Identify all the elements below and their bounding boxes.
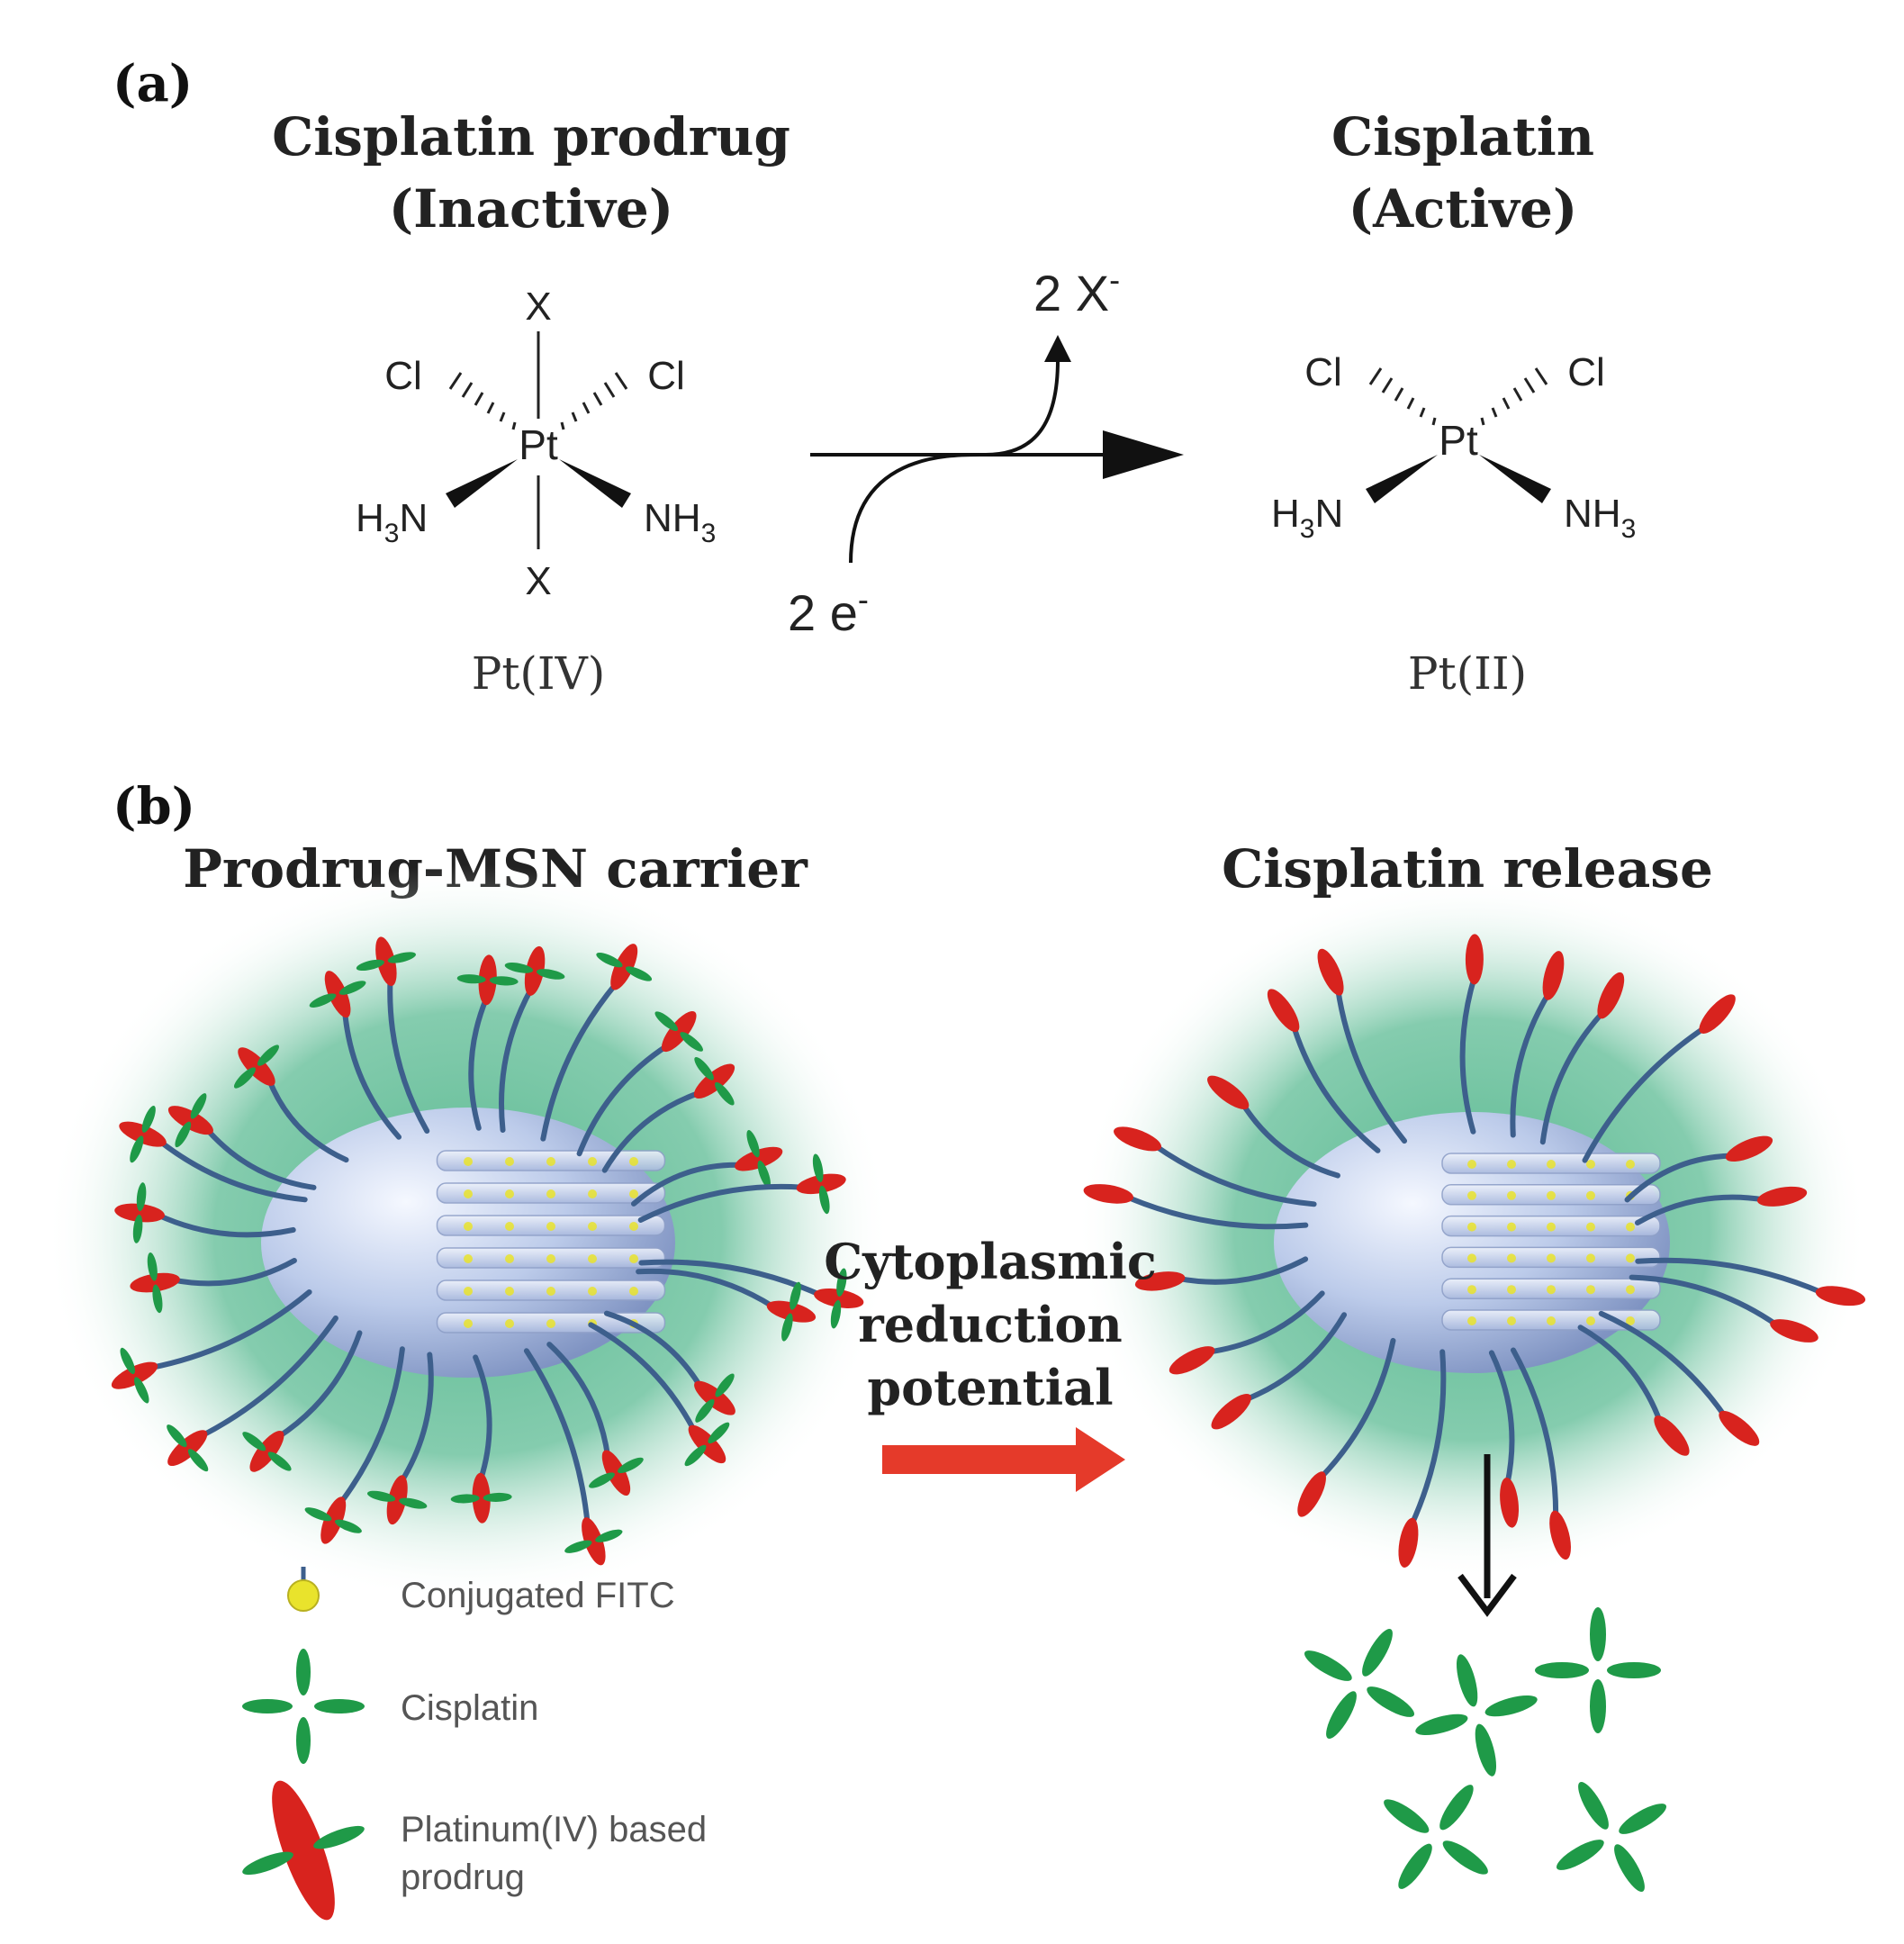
amine-left-ii: H3N <box>1271 492 1343 544</box>
electrons: 2 e- <box>788 581 869 641</box>
cisplatin-cross-icon <box>1304 1628 1415 1740</box>
fitc-dot-icon <box>287 1567 320 1612</box>
chloride-left-iv: Cl <box>384 354 422 398</box>
pt-iv-structure: X X Pt Cl Cl H3N NH3 <box>356 285 716 603</box>
legend-prodrug-label-2: prodrug <box>401 1858 525 1897</box>
product-title: Cisplatin <box>1331 106 1594 167</box>
mesoporous-silica-nanoparticle-icon <box>1274 1112 1670 1373</box>
process-arrow <box>882 1427 1125 1492</box>
cisplatin-cross-icon <box>1415 1654 1538 1777</box>
released-cisplatin <box>1304 1607 1667 1893</box>
process-label-line1: Cytoplasmic <box>824 1233 1157 1290</box>
product-subtitle: (Active) <box>1349 178 1578 240</box>
process-label-line2: reduction <box>858 1296 1122 1353</box>
axial-ligand-top: X <box>525 285 551 329</box>
amine-left-iv: H3N <box>356 496 428 548</box>
process-label-line3: potential <box>867 1359 1113 1416</box>
cisplatin-cross-icon <box>1556 1781 1667 1893</box>
cisplatin-cross-icon <box>1384 1785 1488 1889</box>
cisplatin-cross-icon <box>1535 1607 1661 1733</box>
prodrug-icon <box>242 1780 365 1921</box>
platinum-center-ii: Pt <box>1439 417 1478 464</box>
legend: Conjugated FITC Cisplatin Platinum(IV) b… <box>242 1567 707 1921</box>
panel-a-label: (a) <box>113 54 193 113</box>
prodrug-title: Cisplatin prodrug <box>272 106 790 167</box>
released-chains <box>1083 934 1866 1568</box>
legend-cisplatin-label: Cisplatin <box>401 1688 538 1728</box>
chloride-right-iv: Cl <box>647 354 685 398</box>
product-oxidation-state: Pt(II) <box>1408 647 1527 700</box>
chloride-right-ii: Cl <box>1567 350 1605 394</box>
panel-b-label: (b) <box>113 777 195 836</box>
axial-ligand-bottom: X <box>525 559 551 603</box>
cisplatin-cross-icon <box>242 1649 365 1764</box>
release-down-arrow <box>1457 1454 1517 1617</box>
reaction-arrow <box>810 335 1184 564</box>
prodrug-subtitle: (Inactive) <box>389 178 674 240</box>
chloride-left-ii: Cl <box>1304 350 1342 394</box>
legend-fitc-label: Conjugated FITC <box>401 1576 675 1615</box>
amine-right-iv: NH3 <box>644 496 716 548</box>
amine-right-ii: NH3 <box>1564 492 1636 544</box>
platinum-center-iv: Pt <box>519 421 558 468</box>
pt-ii-structure: Pt Cl Cl H3N NH3 <box>1271 350 1636 544</box>
legend-prodrug-label-1: Platinum(IV) based <box>401 1810 707 1849</box>
prodrug-chains <box>111 936 864 1566</box>
released-ligands: 2 X- <box>1033 261 1120 321</box>
prodrug-oxidation-state: Pt(IV) <box>472 647 606 700</box>
